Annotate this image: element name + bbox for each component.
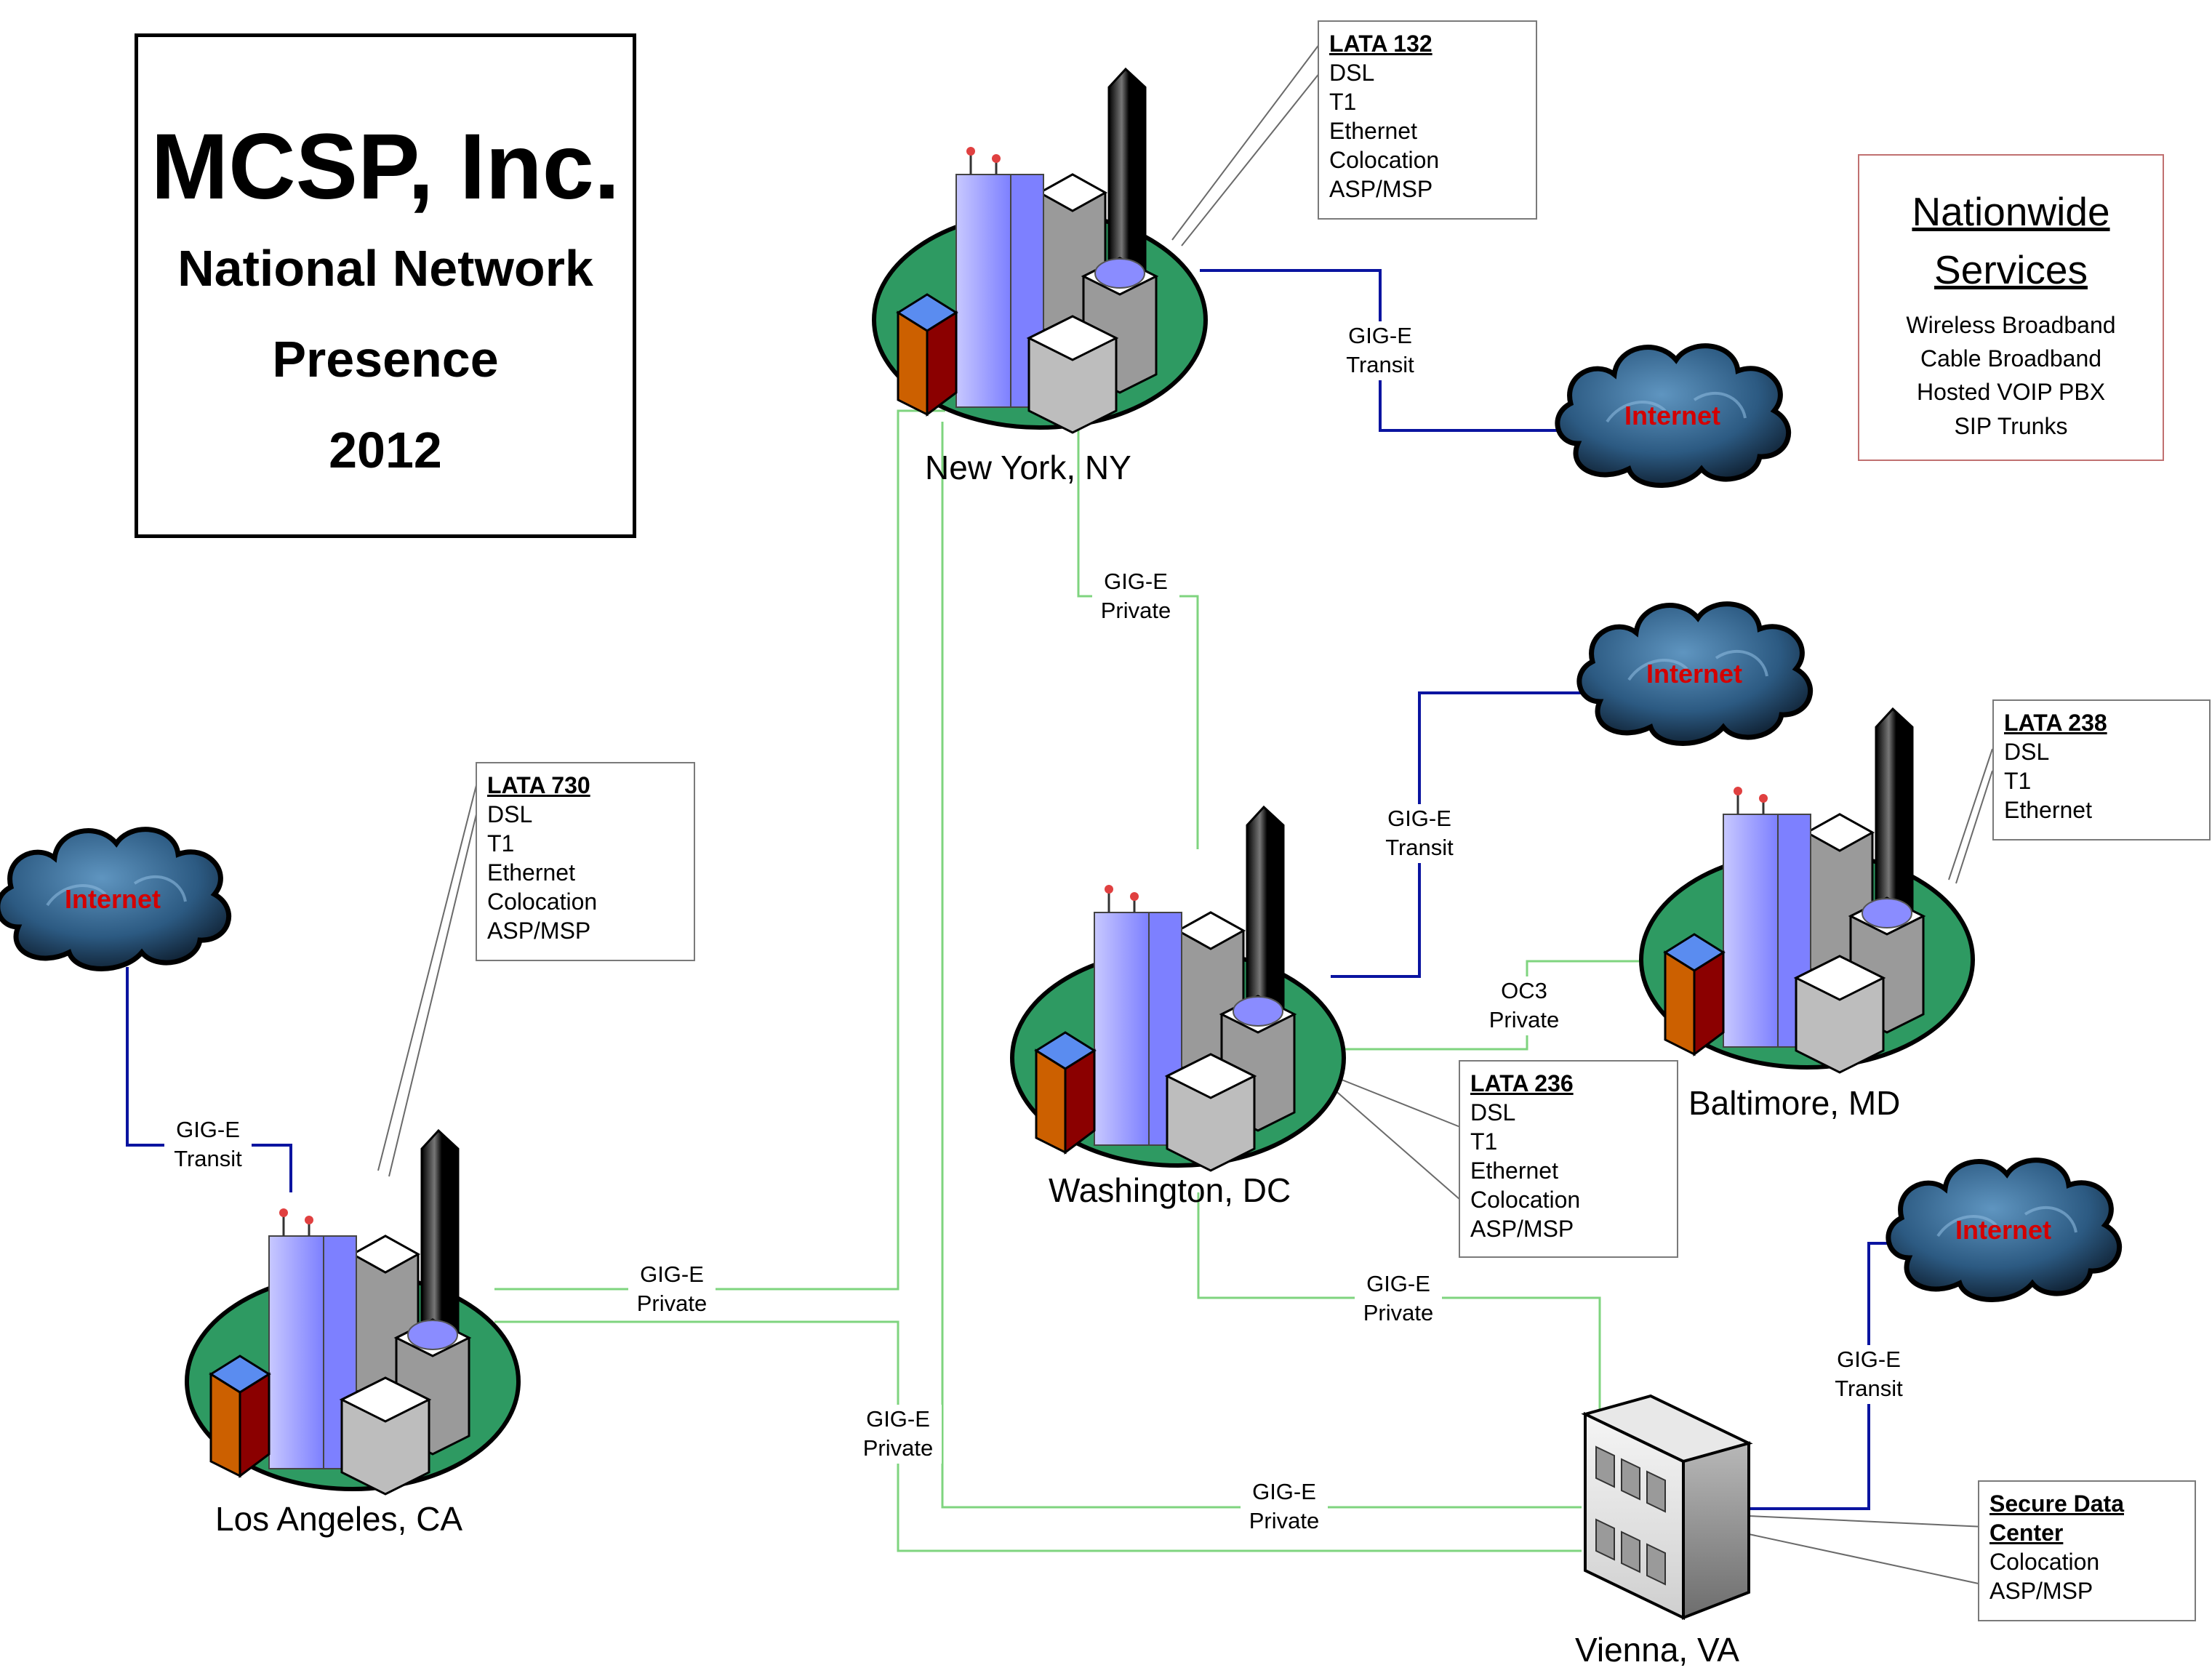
callout-item: ASP/MSP <box>487 918 591 944</box>
callout-heading: LATA 236 <box>1470 1070 1574 1096</box>
link-label-line2: Transit <box>1385 835 1454 861</box>
link-label-line1: GIG-E <box>1387 806 1451 831</box>
callout-lata-730: LATA 730 DSL T1 Ethernet Colocation ASP/… <box>476 762 695 961</box>
callout-item: DSL <box>1329 60 1375 86</box>
link-label-line1: GIG-E <box>1348 323 1412 348</box>
link-label-line2: Transit <box>1835 1376 1903 1402</box>
callout-heading: LATA 730 <box>487 772 590 798</box>
internet-cloud-label: Internet <box>1646 659 1742 689</box>
link-label-ny-transit: GIG-E Transit <box>1337 321 1424 380</box>
link-label-line1: GIG-E <box>1366 1271 1430 1296</box>
callout-lata-236: LATA 236 DSL T1 Ethernet Colocation ASP/… <box>1459 1060 1678 1258</box>
link-label-line2: Transit <box>174 1146 242 1172</box>
internet-cloud-vienna: Internet <box>1888 1160 2120 1300</box>
internet-cloud-baltimore: Internet <box>1579 604 1811 744</box>
service-item: Cable Broadband <box>1920 345 2102 372</box>
service-item: SIP Trunks <box>1954 412 2068 439</box>
callout-heading-line2: Center <box>1989 1520 2064 1546</box>
link-label-la-ny: GIG-E Private <box>628 1260 716 1319</box>
link-label-line2: Private <box>636 1291 708 1317</box>
title-line2: Presence <box>272 331 499 388</box>
link-label-la-transit: GIG-E Transit <box>164 1115 252 1174</box>
callout-item: DSL <box>487 801 533 827</box>
callout-heading: LATA 238 <box>2004 710 2107 736</box>
link-label-ny-vienna: GIG-E Private <box>1241 1477 1328 1536</box>
link-ny-vienna <box>941 422 1582 1509</box>
link-label-line1: GIG-E <box>1252 1479 1316 1504</box>
callout-item: ASP/MSP <box>1329 176 1433 202</box>
callout-item: DSL <box>1470 1099 1516 1126</box>
city-cluster-los-angeles <box>187 1131 518 1494</box>
nationwide-services-box: Nationwide Services Wireless Broadband C… <box>1858 154 2164 461</box>
callout-item: Colocation <box>1470 1187 1581 1213</box>
link-label-dc-transit: GIG-E Transit <box>1376 804 1463 863</box>
callout-item: T1 <box>1470 1128 1498 1155</box>
link-label-line2: Private <box>1488 1007 1560 1033</box>
title-line1: National Network <box>177 240 593 297</box>
callout-heading-line1: Secure Data <box>1989 1491 2124 1517</box>
link-label-vienna-transit: GIG-E Transit <box>1825 1345 1912 1404</box>
callout-heading: LATA 132 <box>1329 31 1432 57</box>
link-label-line2: Private <box>1363 1300 1434 1326</box>
city-label-new-york: New York, NY <box>925 449 1131 486</box>
callout-lata-238: LATA 238 DSL T1 Ethernet <box>1992 699 2211 840</box>
callout-secure-data-center: Secure Data Center Colocation ASP/MSP <box>1978 1480 2196 1621</box>
link-label-la-vienna: GIG-E Private <box>854 1405 942 1464</box>
callout-item: ASP/MSP <box>1470 1216 1574 1242</box>
link-label-line1: GIG-E <box>1837 1347 1901 1372</box>
link-label-dc-vienna: GIG-E Private <box>1355 1269 1442 1328</box>
callout-item: Ethernet <box>1470 1158 1558 1184</box>
link-label-line1: GIG-E <box>866 1406 930 1432</box>
city-cluster-washington <box>1012 807 1344 1171</box>
callout-item: Ethernet <box>2004 797 2092 823</box>
link-label-line1: GIG-E <box>1104 569 1168 594</box>
link-label-line2: Private <box>1100 598 1171 624</box>
service-item: Hosted VOIP PBX <box>1916 379 2106 406</box>
callout-leaders <box>377 43 1993 1586</box>
link-label-line1: GIG-E <box>640 1261 704 1287</box>
title-year: 2012 <box>329 422 442 479</box>
callout-lata-132: LATA 132 DSL T1 Ethernet Colocation ASP/… <box>1318 20 1537 220</box>
link-label-ny-dc: GIG-E Private <box>1092 567 1179 626</box>
internet-cloud-label: Internet <box>1624 401 1720 430</box>
link-label-line1: GIG-E <box>176 1117 240 1142</box>
callout-item: Colocation <box>1989 1549 2100 1575</box>
link-label-line1: OC3 <box>1501 978 1547 1003</box>
city-label-los-angeles: Los Angeles, CA <box>215 1500 463 1538</box>
link-la-vienna <box>494 1320 1582 1552</box>
callout-item: Colocation <box>487 888 598 915</box>
internet-cloud-label: Internet <box>1955 1215 2051 1245</box>
link-label-line2: Transit <box>1346 352 1414 378</box>
data-center-building-icon <box>1581 1394 1753 1621</box>
callout-item: Ethernet <box>487 859 575 886</box>
callout-item: Colocation <box>1329 147 1440 173</box>
services-heading-line2: Services <box>1934 246 2088 292</box>
company-name: MCSP, Inc. <box>151 115 620 219</box>
link-label-dc-baltimore: OC3 Private <box>1480 976 1568 1035</box>
city-label-washington: Washington, DC <box>1049 1171 1291 1209</box>
link-label-line2: Private <box>862 1435 934 1461</box>
callout-item: Ethernet <box>1329 118 1417 144</box>
title-box: MCSP, Inc. National Network Presence 201… <box>135 33 636 538</box>
internet-cloud-new-york: Internet <box>1558 346 1789 486</box>
internet-cloud-label: Internet <box>65 884 161 914</box>
city-cluster-baltimore <box>1641 709 1973 1072</box>
service-item: Wireless Broadband <box>1906 311 2116 338</box>
callout-item: ASP/MSP <box>1989 1578 2093 1604</box>
city-cluster-new-york <box>874 69 1206 433</box>
callout-item: DSL <box>2004 739 2050 765</box>
callout-item: T1 <box>487 830 515 856</box>
callout-item: T1 <box>1329 89 1357 115</box>
internet-cloud-los-angeles: Internet <box>0 830 229 969</box>
callout-item: T1 <box>2004 768 2032 794</box>
city-label-vienna: Vienna, VA <box>1575 1631 1739 1669</box>
link-label-line2: Private <box>1249 1508 1320 1534</box>
services-heading-line1: Nationwide <box>1912 189 2110 234</box>
city-label-baltimore: Baltimore, MD <box>1688 1084 1901 1122</box>
